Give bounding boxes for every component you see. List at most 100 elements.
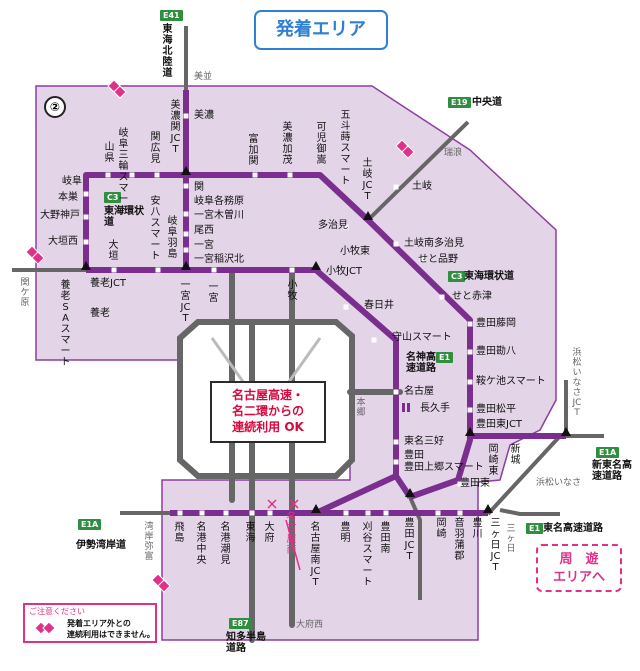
road-shin-tomei: 新東名高速道路 (592, 460, 632, 482)
road-chuo: 中央道 (472, 97, 502, 108)
badge-e1a-left: E1A (78, 519, 102, 530)
station-tokai: 東海 (245, 522, 256, 544)
station-ogaki: 大垣 (108, 240, 119, 262)
station-nagoya-minami-crossed: 名古屋南 (286, 512, 297, 556)
interchange-dots (83, 113, 473, 516)
station-seto-shinano: せと品野 (418, 254, 458, 265)
badge-c3-left: C3 (104, 192, 122, 203)
station-toyota-jct: 豊田JCT (404, 518, 415, 562)
continuous-use-line1: 名古屋高速・ (231, 388, 304, 402)
badge-e19: E19 (448, 97, 471, 108)
road-tomei: 東名高速道路 (543, 523, 603, 534)
badge-e1-meishin: E1 (436, 352, 454, 363)
road-chita: 知多半島道路 (226, 632, 266, 654)
station-motosu: 本巣 (58, 192, 78, 203)
station-toyoake: 豊明 (340, 522, 351, 544)
page-title: 発着エリア (254, 10, 388, 50)
badge-e1a-right: E1A (596, 447, 620, 458)
junction-markers (81, 166, 571, 513)
badge-e87: E87 (229, 618, 252, 629)
station-minami-gray: 美並 (194, 72, 213, 82)
station-toyota-fujioka: 豊田藤岡 (476, 318, 516, 329)
station-kagoike: 鞍ケ池スマート (476, 376, 546, 387)
station-ichinomiya-inazawa: 一宮稲沢北 (194, 254, 244, 265)
station-gifu-kakamigahara: 岐阜各務原 (194, 196, 244, 207)
station-seki: 関 (194, 182, 204, 193)
station-mikkabi-jct: 三ヶ日JCT (490, 518, 501, 573)
station-mikkabi-gray: 三ヶ日 (506, 524, 516, 554)
tour-area-line2: エリアへ (552, 570, 605, 585)
station-toyota-kamigo: 豊田上郷スマート (404, 462, 484, 473)
station-toyota-kanpachi: 豊田勘八 (476, 346, 516, 357)
station-mizunami: 瑞浪 (444, 148, 463, 158)
station-nagakute: 長久手 (420, 403, 450, 414)
station-komaki: 小牧 (287, 280, 298, 302)
station-komaki-higashi: 小牧東 (340, 246, 370, 257)
continuous-use-note: 名古屋高速・ 名二環からの 連続利用 OK (210, 381, 326, 443)
station-tajimi: 多治見 (318, 220, 348, 231)
station-minokamo: 美濃加茂 (282, 122, 293, 166)
station-moriyama: 守山スマート (392, 332, 452, 343)
station-ichinomiya-ex: 一宮 (208, 282, 219, 304)
station-nagoya-minato-shiomi: 名港潮見 (220, 522, 231, 566)
station-mino: 美濃 (194, 110, 214, 121)
badge-c3-right: C3 (448, 271, 466, 282)
road-isewangan: 伊勢湾岸道 (76, 540, 126, 551)
caution-line2: 連続利用はできません。 (67, 630, 155, 639)
station-okazaki: 岡崎 (436, 518, 447, 540)
station-toyota-minami: 豊田南 (380, 522, 391, 555)
station-toyota-matsudaira: 豊田松平 (476, 404, 516, 415)
road-meishin: 名神高速道路 (406, 352, 436, 374)
station-toyokawa: 豊川 (472, 518, 483, 540)
station-anpachi: 安八スマート (150, 196, 161, 262)
excluded-ic-marks (267, 499, 301, 571)
station-shinshiro: 新城 (510, 444, 521, 466)
station-tomika: 富加関 (248, 134, 259, 167)
tour-area-line1: 周 遊 (559, 552, 599, 567)
continuous-use-line2: 名二環からの (231, 404, 304, 418)
station-gotosaki: 五斗蒔スマート (340, 110, 351, 187)
badge-e41: E41 (160, 10, 183, 21)
station-kani-mitake: 可児御嵩 (316, 122, 327, 166)
nagakute-marker (402, 403, 410, 412)
road-tokai-kanjo-left: 東海環状道 (104, 206, 144, 228)
caution-line1: 発着エリア外との (67, 619, 131, 628)
station-nagoya-minami-jct: 名古屋南JCT (310, 522, 321, 588)
station-nagoya: 名古屋 (404, 386, 434, 397)
station-ono-kobe: 大野神戸 (40, 210, 80, 221)
station-toyota-higashi: 豊田東 (460, 478, 490, 489)
station-tobishima: 飛島 (174, 522, 185, 544)
station-yoro-jct: 養老JCT (90, 278, 127, 289)
station-kasugai: 春日井 (364, 300, 394, 311)
station-gifu: 岐阜 (62, 176, 82, 187)
station-komaki-jct: 小牧JCT (326, 266, 363, 277)
caution-title: ご注意ください (29, 607, 85, 616)
station-meito-miyoshi: 東名三好 (404, 436, 444, 447)
station-sekigahara-gray: 関ケ原 (20, 278, 30, 308)
station-toyota: 豊田 (404, 450, 424, 461)
caution-text: 発着エリア外との 連続利用はできません。 (67, 618, 155, 640)
station-obu: 大府 (264, 522, 275, 544)
station-ichinomiya-kisogawa: 一宮木曽川 (194, 210, 244, 221)
station-kariya: 刈谷スマート (362, 522, 373, 588)
tour-area-link[interactable]: 周 遊 エリアへ (536, 544, 622, 592)
continuous-use-line3: 連続利用 OK (232, 420, 304, 434)
station-toyota-higashi-jct: 豊田東JCT (476, 419, 523, 430)
station-nagoya-minato-naka: 名港中央 (196, 522, 207, 566)
station-ogaki-nishi: 大垣西 (48, 236, 78, 247)
station-sekihiromi: 関広見 (150, 132, 161, 165)
station-bisai: 尾西 (194, 225, 214, 236)
station-hongo-gray: 本郷 (356, 398, 366, 418)
boundary-icon (34, 621, 56, 635)
road-tokai-kanjo-right: 東海環状道 (464, 271, 514, 282)
station-ichinomiya-jct: 一宮JCT (180, 280, 191, 324)
badge-e1-tomei: E1 (526, 523, 544, 534)
station-minokan-jct: 美濃関JCT (170, 100, 181, 155)
station-toki-minami: 土岐南多治見 (404, 238, 464, 249)
station-yamagata: 山県 (104, 142, 115, 164)
station-hamamatsu-inasa-jct: 浜松いなさJCT (572, 348, 582, 418)
station-obu-nishi-gray: 大府西 (296, 620, 324, 630)
station-gifu-sanwa: 岐阜三輪スマート (118, 128, 129, 216)
station-wangan-yatomi-gray: 湾岸弥富 (144, 522, 154, 562)
